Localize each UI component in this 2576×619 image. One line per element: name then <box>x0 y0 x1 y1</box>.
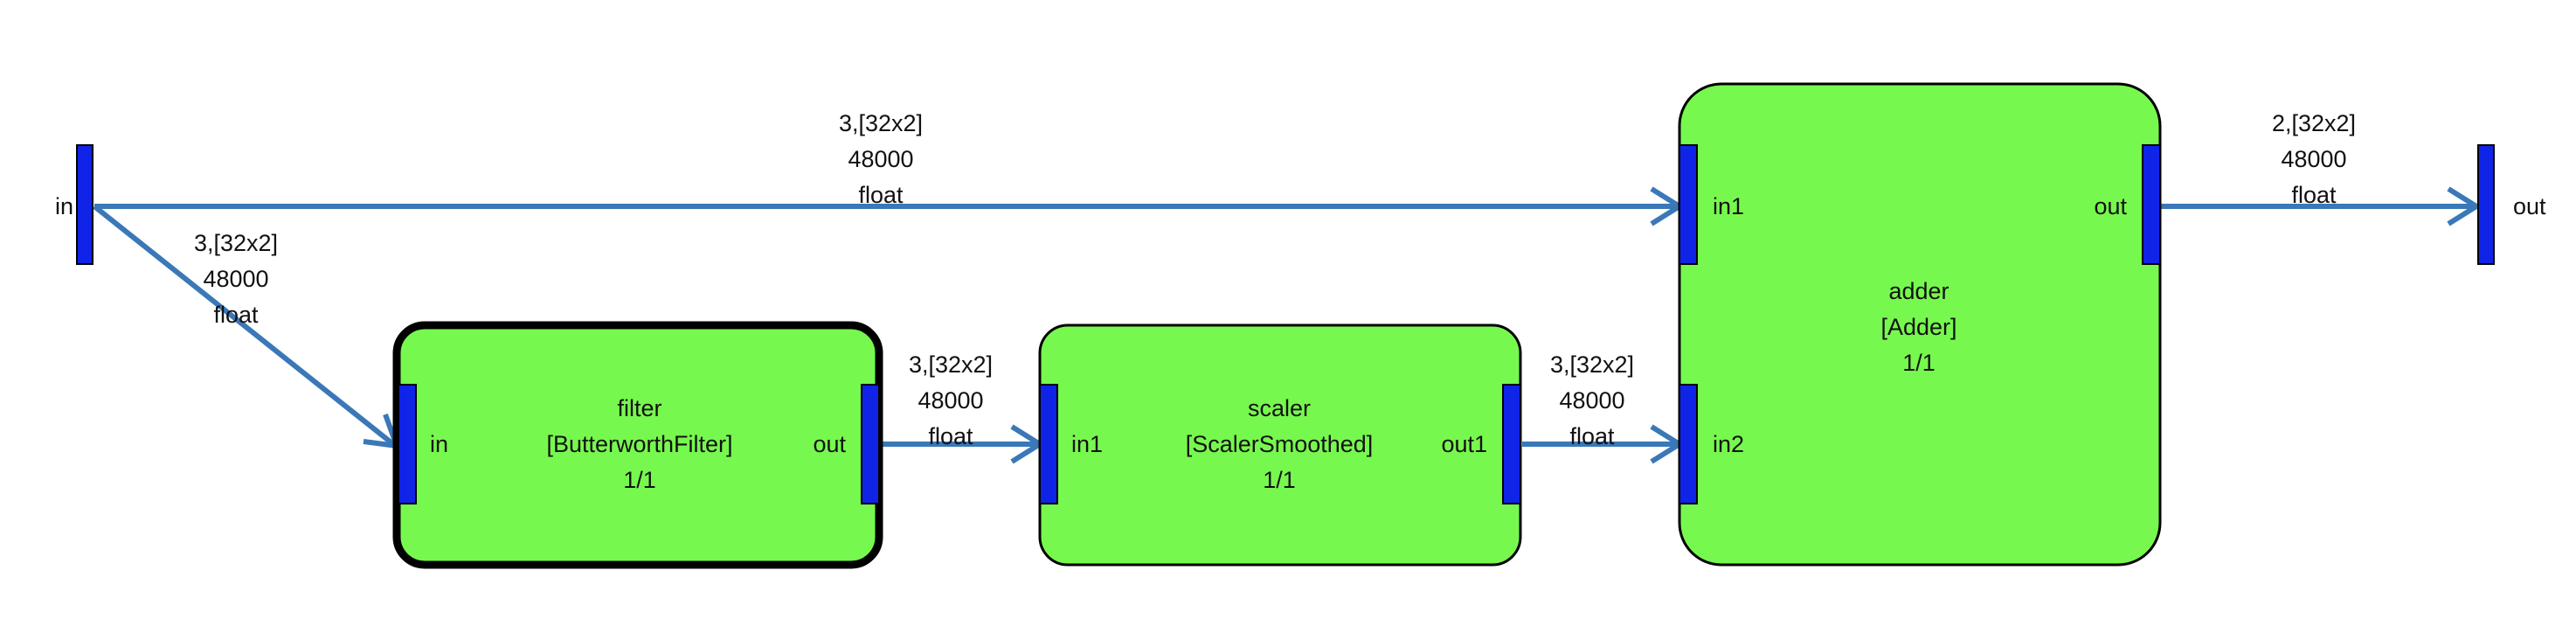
filter-input-port[interactable] <box>398 384 417 504</box>
edge-shape: 3,[32x2] <box>1550 351 1634 378</box>
edge-shape: 3,[32x2] <box>194 230 278 256</box>
adder-block-count: 1/1 <box>1902 350 1935 376</box>
edge-dtype: float <box>2291 182 2337 208</box>
edge-label-in-to-filter: 3,[32x2] 48000 float <box>194 230 278 328</box>
scaler-block-type: [ScalerSmoothed] <box>1186 431 1374 457</box>
filter-block-type: [ButterworthFilter] <box>546 431 732 457</box>
edge-rate: 48000 <box>1559 387 1624 414</box>
filter-output-port[interactable] <box>861 384 880 504</box>
filter-output-port-label: out <box>813 431 846 457</box>
graph-input-port-handle[interactable] <box>76 144 93 265</box>
edge-rate: 48000 <box>848 146 913 172</box>
scaler-block-name: scaler <box>1248 395 1311 421</box>
edge-rate: 48000 <box>203 266 268 292</box>
block-scaler[interactable]: in1 out1 scaler [ScalerSmoothed] 1/1 <box>1038 323 1522 567</box>
edge-dtype: float <box>858 182 904 208</box>
adder-input2-port-label: in2 <box>1713 431 1744 457</box>
edge-rate: 48000 <box>918 387 983 414</box>
graph-output-port[interactable]: out <box>2477 144 2546 265</box>
scaler-output-port-label: out1 <box>1441 431 1487 457</box>
edge-label-adder-to-out: 2,[32x2] 48000 float <box>2272 110 2356 208</box>
filter-input-port-label: in <box>430 431 448 457</box>
graph-output-port-label: out <box>2513 193 2546 219</box>
graph-input-port-label: in <box>55 193 73 219</box>
adder-output-port[interactable] <box>2142 144 2161 265</box>
edge-label-filter-to-scaler: 3,[32x2] 48000 float <box>909 351 993 449</box>
edge-dtype: float <box>213 302 259 328</box>
edge-dtype: float <box>928 423 973 449</box>
edge-adder-to-out[interactable] <box>2155 186 2482 226</box>
scaler-output-port[interactable] <box>1502 384 1521 504</box>
scaler-block-count: 1/1 <box>1263 467 1296 493</box>
edge-dtype: float <box>1569 423 1615 449</box>
scaler-input-port[interactable] <box>1039 384 1058 504</box>
filter-block-name: filter <box>617 395 661 421</box>
adder-output-port-label: out <box>2094 193 2127 219</box>
adder-input1-port-label: in1 <box>1713 193 1744 219</box>
adder-input2-port[interactable] <box>1679 384 1698 504</box>
adder-block-type: [Adder] <box>1880 314 1956 340</box>
edge-shape: 3,[32x2] <box>909 351 993 378</box>
adder-block-name: adder <box>1888 278 1949 304</box>
block-adder-body[interactable] <box>1678 82 2162 567</box>
edge-shape: 3,[32x2] <box>839 110 923 136</box>
block-adder[interactable]: in1 in2 out adder [Adder] 1/1 <box>1678 82 2162 567</box>
edge-shape: 2,[32x2] <box>2272 110 2356 136</box>
edge-label-in-to-adder: 3,[32x2] 48000 float <box>839 110 923 208</box>
graph-output-port-handle[interactable] <box>2477 144 2495 265</box>
graph-input-port[interactable]: in <box>55 144 93 265</box>
filter-block-count: 1/1 <box>623 467 656 493</box>
edge-label-scaler-to-adder: 3,[32x2] 48000 float <box>1550 351 1634 449</box>
adder-input1-port[interactable] <box>1679 144 1698 265</box>
scaler-input-port-label: in1 <box>1071 431 1103 457</box>
block-filter[interactable]: in out filter [ButterworthFilter] 1/1 <box>392 321 883 569</box>
edge-rate: 48000 <box>2281 146 2346 172</box>
